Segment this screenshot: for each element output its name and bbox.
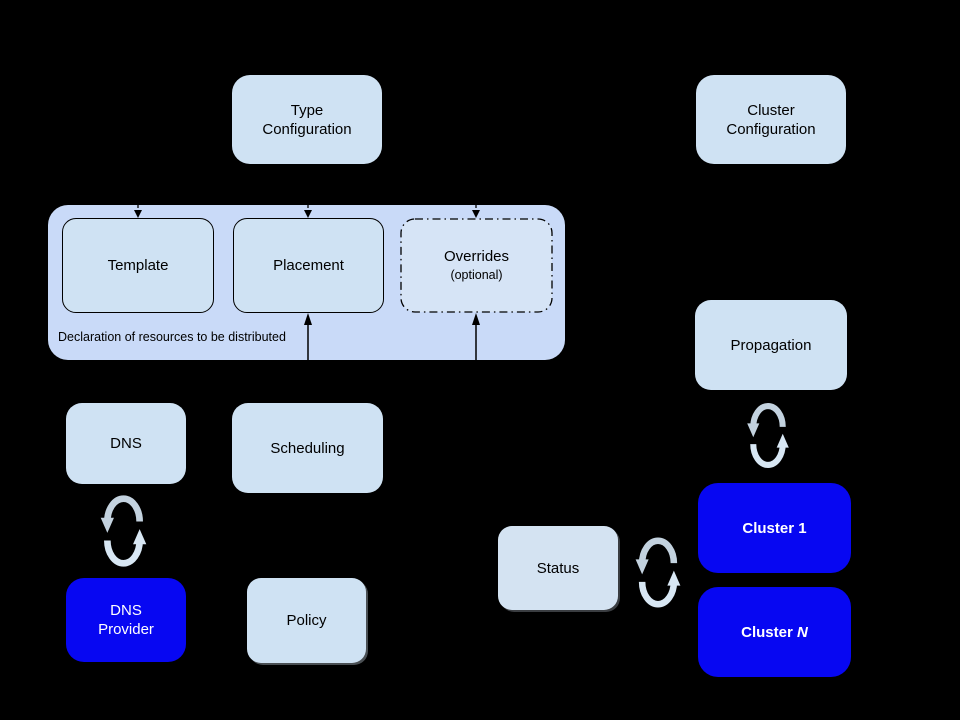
arrow-solid-into-placement [304, 313, 312, 360]
sync-icon [635, 537, 681, 608]
node-label: 1 [798, 519, 807, 537]
node-template: Template [62, 218, 214, 313]
declaration-container: Template Placement Overrides (optional) … [48, 205, 565, 360]
node-scheduling: Scheduling [232, 403, 383, 493]
sync-icon [100, 495, 147, 567]
node-cluster-configuration: Cluster Configuration [696, 75, 846, 164]
arrow-dashed-into-overrides [472, 205, 480, 218]
node-overrides: Overrides (optional) [400, 218, 553, 313]
node-cluster-n: Cluster N [698, 587, 851, 677]
node-dns-provider: DNS Provider [66, 578, 186, 662]
arrow-dashed-into-placement [304, 205, 312, 218]
node-propagation: Propagation [695, 300, 847, 390]
dash-dot-border [400, 218, 553, 313]
node-label: Overrides [443, 247, 510, 265]
arrow-solid-into-overrides [472, 313, 480, 360]
node-label: Propagation [730, 336, 812, 354]
node-label: Cluster [741, 623, 797, 641]
node-label: N [797, 623, 808, 641]
arrow-dashed-into-template [134, 205, 142, 218]
node-label: Configuration [262, 120, 352, 138]
node-status: Status [498, 526, 618, 610]
node-type-configuration: Type Configuration [232, 75, 382, 164]
node-label: Cluster [747, 101, 795, 119]
node-dns: DNS [66, 403, 186, 484]
node-label: Cluster [742, 519, 799, 537]
node-label: Status [536, 559, 580, 577]
node-label: Configuration [726, 120, 816, 138]
node-label: Policy [286, 612, 327, 629]
node-label: DNS [110, 602, 142, 619]
node-label: Type [290, 101, 324, 119]
node-label: Scheduling [270, 439, 345, 457]
node-cluster-1: Cluster 1 [698, 483, 851, 573]
node-label: DNS [110, 435, 142, 452]
node-label: Provider [98, 621, 154, 638]
sync-icon [747, 403, 789, 468]
node-label: Template [107, 257, 169, 274]
node-sublabel: (optional) [450, 267, 503, 282]
container-caption: Declaration of resources to be distribut… [58, 330, 286, 344]
node-label: Placement [273, 257, 344, 274]
node-policy: Policy [247, 578, 366, 663]
node-placement: Placement [233, 218, 384, 313]
